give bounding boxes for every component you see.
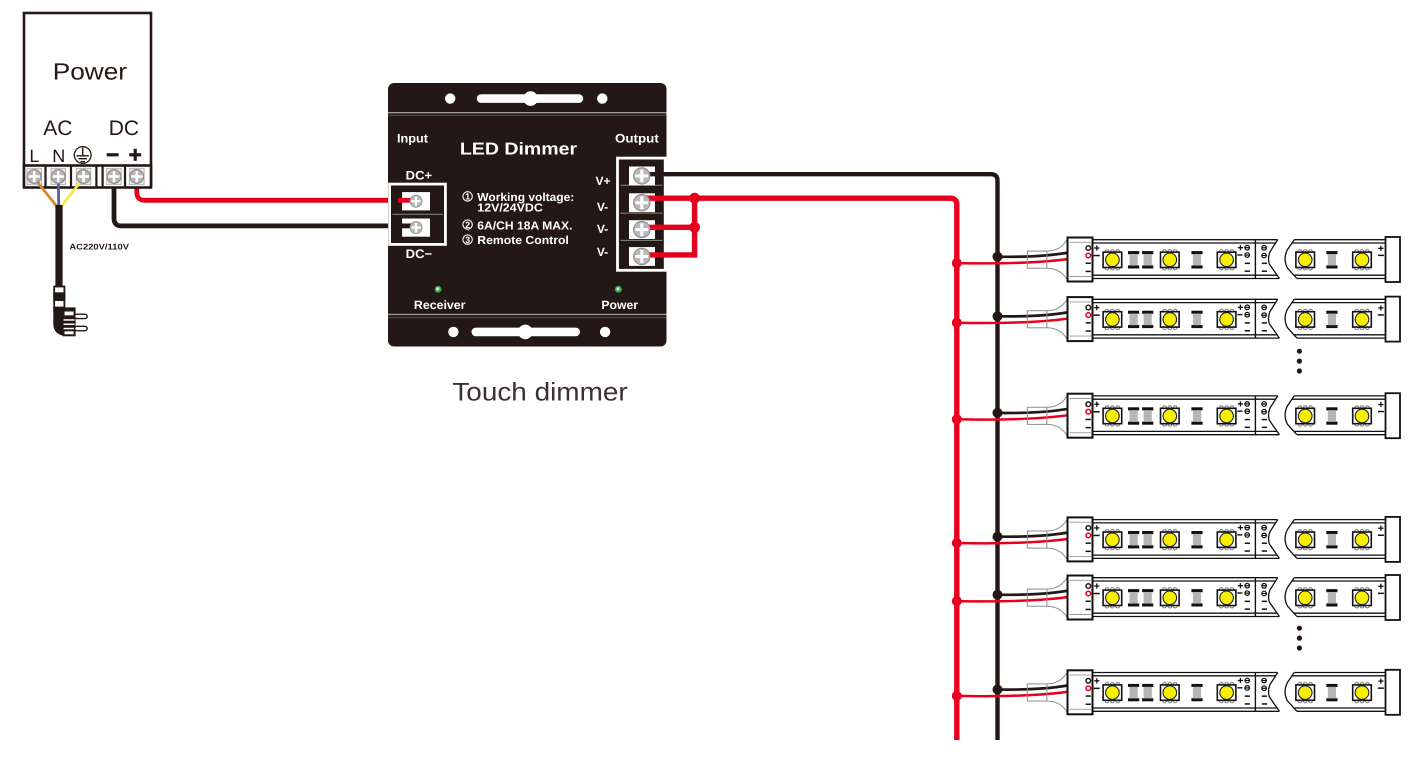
svg-text:Power: Power xyxy=(601,298,638,312)
svg-text:L: L xyxy=(29,146,39,166)
svg-text:Receiver: Receiver xyxy=(414,298,466,312)
svg-text:2: 2 xyxy=(465,220,470,230)
svg-text:12V/24VDC: 12V/24VDC xyxy=(477,201,543,214)
svg-text:DC: DC xyxy=(109,117,139,140)
svg-text:6A/CH 18A MAX.: 6A/CH 18A MAX. xyxy=(477,220,572,233)
svg-text:AC: AC xyxy=(43,117,72,140)
svg-text:Output: Output xyxy=(615,131,659,145)
svg-text:AC220V/110V: AC220V/110V xyxy=(69,242,129,252)
svg-text:DC−: DC− xyxy=(406,247,432,261)
svg-text:V-: V- xyxy=(597,200,608,214)
svg-text:V+: V+ xyxy=(595,174,610,188)
svg-text:LED Dimmer: LED Dimmer xyxy=(460,138,578,158)
svg-text:N: N xyxy=(52,146,65,166)
svg-text:1: 1 xyxy=(465,192,470,202)
svg-text:Remote Control: Remote Control xyxy=(477,234,569,247)
svg-text:DC+: DC+ xyxy=(406,168,432,182)
svg-text:3: 3 xyxy=(465,235,470,245)
svg-text:Input: Input xyxy=(397,131,428,145)
svg-text:V-: V- xyxy=(597,245,608,259)
svg-text:Power: Power xyxy=(53,59,127,85)
svg-text:Touch dimmer: Touch dimmer xyxy=(452,379,628,407)
svg-text:V-: V- xyxy=(597,222,608,236)
svg-text:Working voltage:: Working voltage: xyxy=(477,191,574,204)
